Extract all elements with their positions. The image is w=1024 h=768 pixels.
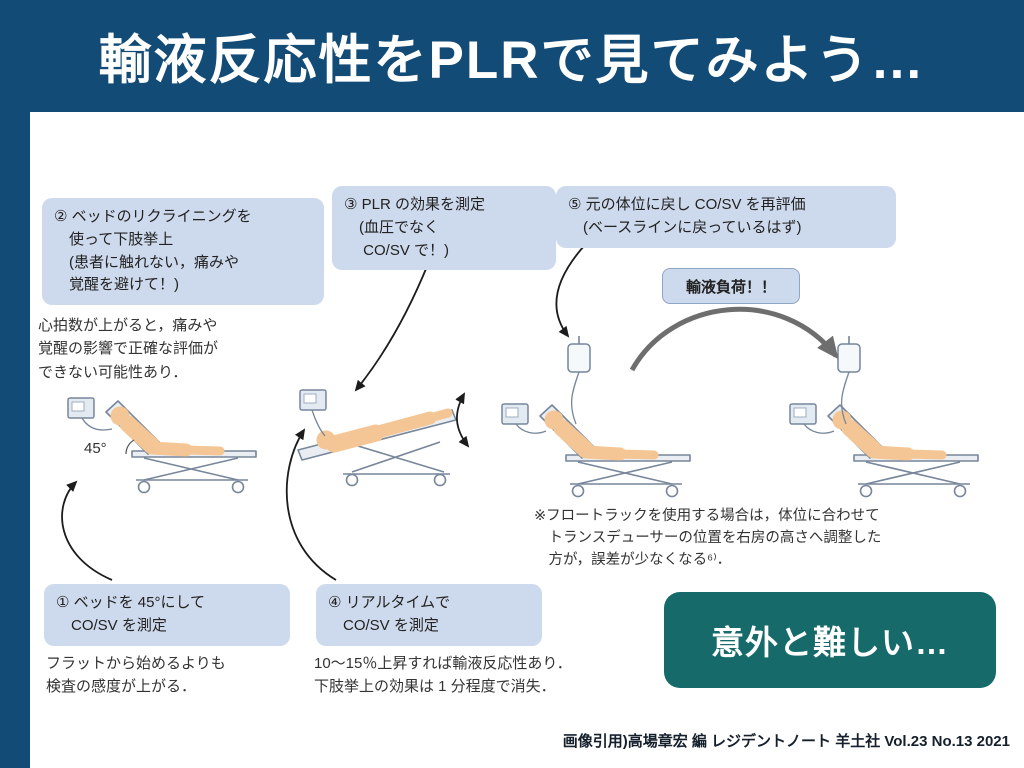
step1-callout: ① ベッドを 45°にして CO/SV を測定 — [44, 584, 290, 646]
conclusion-box: 意外と難しい… — [664, 592, 996, 688]
step5-callout: ⑤ 元の体位に戻し CO/SV を再評価 (ベースラインに戻っているはず) — [556, 186, 896, 248]
note-flotrac: ※フロートラックを使用する場合は，体位に合わせて トランスデューサーの位置を右房… — [534, 508, 882, 568]
angle-label: 45° — [84, 440, 107, 457]
slide-title: 輸液反応性をPLRで見てみよう… — [98, 31, 926, 90]
fluid-load-callout: 輸液負荷！！ — [662, 268, 800, 304]
step2-callout: ② ベッドのリクライニングを 使って下肢挙上 (患者に触れない，痛みや 覚醒を避… — [42, 198, 324, 306]
left-accent-bar — [0, 0, 30, 768]
note-heart-rate: 心拍数が上がると，痛みや 覚醒の影響で正確な評価が できない可能性あり． — [38, 317, 219, 381]
note-flat-start: フラットから始めるよりも 検査の感度が上がる． — [46, 655, 226, 696]
slide-header: 輸液反応性をPLRで見てみよう… — [0, 0, 1024, 112]
citation-text: 画像引用)高場章宏 編 レジデントノート 羊土社 Vol.23 No.13 20… — [562, 733, 1010, 750]
step3-callout: ③ PLR の効果を測定 (血圧でなく CO/SV で！) — [332, 186, 556, 271]
step4-callout: ④ リアルタイムで CO/SV を測定 — [316, 584, 542, 646]
note-rise: 10〜15％上昇すれば輸液反応性あり． 下肢挙上の効果は 1 分程度で消失． — [314, 655, 572, 696]
conclusion-text: 意外と難しい… — [711, 624, 949, 661]
